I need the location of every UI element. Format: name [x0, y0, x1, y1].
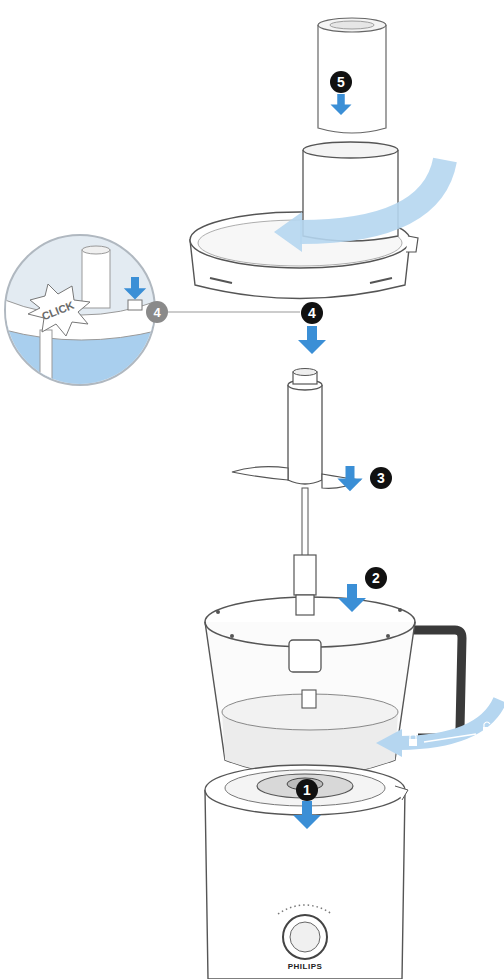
callout-number: 1	[303, 783, 311, 797]
step-arrow	[338, 584, 366, 612]
callout-number: 4	[308, 306, 316, 320]
lock-arrow	[400, 700, 500, 743]
step-arrow	[298, 326, 326, 354]
callout-number: 2	[372, 571, 380, 585]
click-text: CLICK	[40, 300, 75, 323]
callout-circle	[330, 71, 352, 93]
inset-detail	[0, 235, 160, 395]
push-arrow	[124, 277, 146, 299]
leader-line	[168, 311, 300, 312]
callout-circle	[301, 302, 323, 324]
callout-number: 4	[153, 306, 160, 319]
turn-arrow-head	[274, 212, 302, 252]
blade-unit	[232, 369, 360, 561]
step-arrow	[293, 801, 321, 829]
turn-arrow	[300, 160, 445, 232]
brand-name: PHILIPS	[288, 963, 323, 971]
motor-base	[205, 765, 408, 979]
step-arrow	[337, 466, 362, 491]
pusher	[318, 18, 386, 133]
callout-circle	[370, 467, 392, 489]
lock-arrow-head	[376, 729, 402, 757]
callout-number: 5	[337, 75, 345, 89]
callout-circle	[296, 779, 318, 801]
step-arrow	[331, 94, 352, 115]
lock-icons	[409, 722, 491, 746]
callout-circle	[146, 301, 168, 323]
callout-number: 3	[377, 471, 385, 485]
callout-circle	[365, 567, 387, 589]
